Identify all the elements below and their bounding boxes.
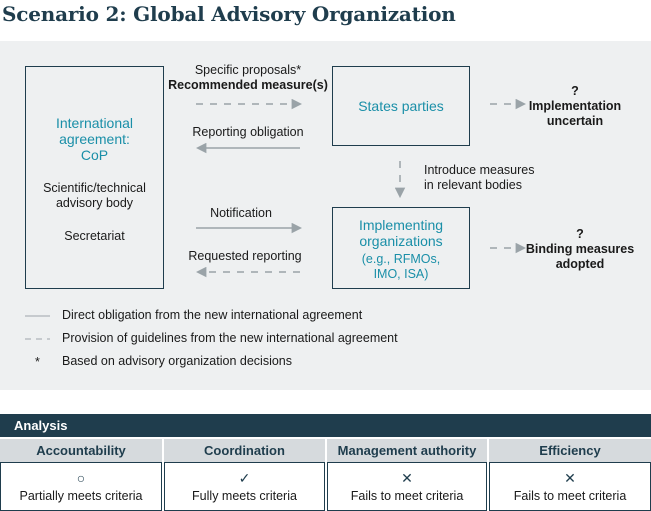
reporting-obligation-label: Reporting obligation	[192, 125, 304, 139]
analysis-column-accountability: Accountability ○ Partially meets criteri…	[0, 439, 162, 511]
column-header: Management authority	[327, 439, 487, 462]
result-text: Fails to meet criteria	[513, 489, 627, 503]
column-header: Coordination	[164, 439, 325, 462]
column-header: Efficiency	[489, 439, 651, 462]
advisory-body-label: Scientific/technical advisory body	[43, 181, 146, 210]
introduce-measures-label: Introduce measures in relevant bodies	[424, 163, 535, 192]
notification-label: Notification	[210, 206, 272, 220]
specific-proposals-label: Specific proposals*	[194, 63, 302, 77]
legend-solid-label: Direct obligation from the new internati…	[62, 308, 363, 322]
column-body: ✕ Fails to meet criteria	[327, 462, 487, 511]
column-header: Accountability	[0, 439, 162, 462]
international-agreement-box: International agreement: CoP Scientific/…	[25, 66, 164, 289]
cross-icon: ✕	[564, 470, 576, 486]
outcome-bottom: ? Binding measures adopted	[525, 227, 635, 271]
analysis-column-coordination: Coordination ✓ Fully meets criteria	[164, 439, 325, 511]
legend-star-symbol: *	[35, 355, 40, 369]
analysis-header: Analysis	[0, 414, 651, 437]
page-title: Scenario 2: Global Advisory Organization	[2, 2, 456, 26]
column-body: ✕ Fails to meet criteria	[489, 462, 651, 511]
states-parties-label: States parties	[358, 98, 444, 114]
analysis-column-efficiency: Efficiency ✕ Fails to meet criteria	[489, 439, 651, 511]
result-text: Fully meets criteria	[192, 489, 297, 503]
result-text: Partially meets criteria	[19, 489, 143, 503]
states-parties-box: States parties	[332, 66, 470, 146]
implementing-examples: (e.g., RFMOs, IMO, ISA)	[361, 252, 441, 281]
result-text: Fails to meet criteria	[350, 489, 464, 503]
agreement-heading: International agreement: CoP	[55, 115, 134, 163]
legend-dashed-label: Provision of guidelines from the new int…	[62, 331, 398, 345]
analysis-column-management-authority: Management authority ✕ Fails to meet cri…	[327, 439, 487, 511]
column-body: ○ Partially meets criteria	[0, 462, 162, 511]
implementing-heading: Implementing organizations	[358, 217, 444, 249]
column-body: ✓ Fully meets criteria	[164, 462, 325, 511]
secretariat-label: Secretariat	[64, 229, 125, 243]
connector-lines	[25, 98, 527, 340]
outcome-top: ? Implementation uncertain	[528, 84, 622, 128]
requested-reporting-label: Requested reporting	[188, 249, 302, 263]
cross-icon: ✕	[401, 470, 413, 486]
check-icon: ✓	[238, 470, 251, 486]
recommended-measures-label: Recommended measure(s)	[168, 78, 328, 92]
legend-star-label: Based on advisory organization decisions	[62, 354, 292, 368]
circle-icon: ○	[76, 470, 86, 486]
implementing-organizations-box: Implementing organizations (e.g., RFMOs,…	[332, 207, 470, 289]
